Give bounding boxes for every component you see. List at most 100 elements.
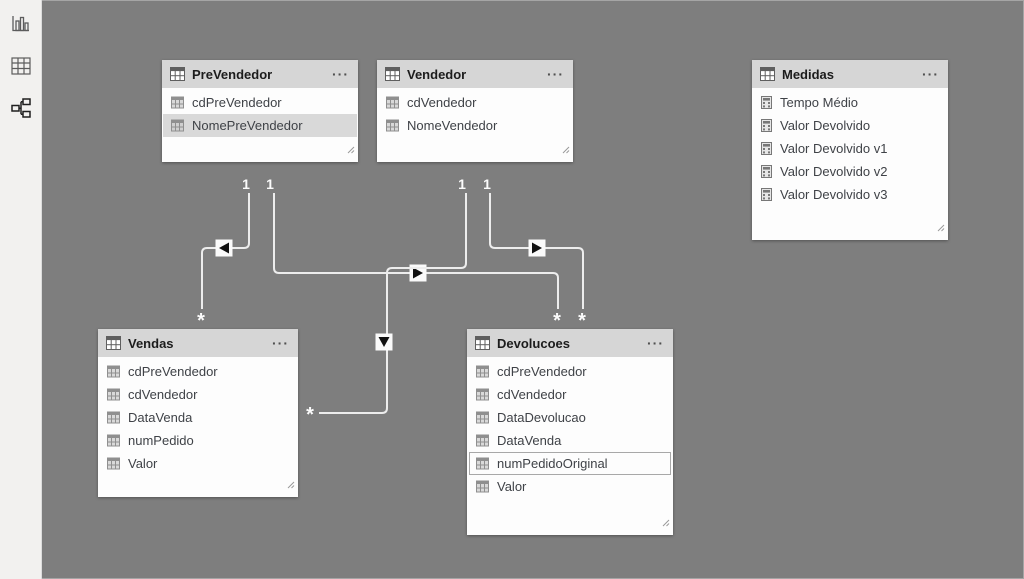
resize-handle[interactable] — [661, 514, 670, 532]
field-row-numpedidooriginal[interactable]: numPedidoOriginal — [469, 452, 671, 475]
relationship-line[interactable] — [273, 193, 559, 309]
table-title: Vendas — [128, 335, 174, 351]
field-row-cdprevendedor[interactable]: cdPreVendedor — [162, 91, 358, 114]
field-row-numpedido[interactable]: numPedido — [98, 429, 298, 452]
field-name: DataVenda — [128, 410, 193, 425]
table-card-prevendedor: PreVendedor ··· cdPreVendedor — [162, 60, 358, 162]
resize-handle[interactable] — [561, 141, 570, 159]
column-icon — [171, 96, 184, 109]
measure-icon — [761, 188, 772, 201]
table-title: Devolucoes — [497, 335, 570, 351]
table-header[interactable]: PreVendedor ··· — [162, 60, 358, 88]
resize-handle[interactable] — [346, 141, 355, 159]
cardinality-many-label: * — [197, 310, 205, 332]
field-name: Valor Devolvido — [780, 118, 871, 133]
column-icon — [171, 119, 184, 132]
view-switcher-sidebar — [0, 0, 42, 579]
field-list: Tempo Médio Valor Devolvido — [752, 88, 948, 206]
field-name: NomeVendedor — [407, 118, 498, 133]
field-name: Tempo Médio — [780, 95, 859, 110]
sidebar-item-report-view[interactable] — [0, 5, 42, 45]
table-header[interactable]: Devolucoes ··· — [467, 329, 673, 357]
cardinality-one-label: 1 — [458, 176, 466, 192]
table-icon — [106, 336, 121, 350]
table-title: Vendedor — [407, 66, 467, 82]
table-card-medidas: Medidas ··· Tempo Médio — [752, 60, 948, 240]
column-icon — [107, 411, 120, 424]
field-name: cdPreVendedor — [128, 364, 218, 379]
field-row-valor-devolvido-v2[interactable]: Valor Devolvido v2 — [752, 160, 948, 183]
field-list: cdPreVendedor cdVendedor — [467, 357, 673, 498]
field-row-tempo-medio[interactable]: Tempo Médio — [752, 91, 948, 114]
cardinality-one-label: 1 — [242, 176, 250, 192]
column-icon — [386, 119, 399, 132]
resize-handle[interactable] — [286, 476, 295, 494]
field-row-nomevendedor[interactable]: NomeVendedor — [377, 114, 573, 137]
field-name: cdPreVendedor — [497, 364, 587, 379]
sidebar-item-data-view[interactable] — [0, 48, 42, 88]
cardinality-many-label: * — [578, 310, 586, 332]
field-name: Valor Devolvido v2 — [780, 164, 888, 179]
relationship-prevendedor-vendas: 1 * — [197, 176, 250, 332]
column-icon — [107, 434, 120, 447]
table-icon — [170, 67, 185, 81]
field-row-cdprevendedor[interactable]: cdPreVendedor — [98, 360, 298, 383]
more-options-button[interactable]: ··· — [922, 66, 939, 82]
more-options-button[interactable]: ··· — [332, 66, 349, 82]
column-icon — [107, 388, 120, 401]
field-row-valor-devolvido[interactable]: Valor Devolvido — [752, 114, 948, 137]
model-diagram-icon — [10, 97, 32, 124]
field-row-datadevolucao[interactable]: DataDevolucao — [467, 406, 673, 429]
field-name: numPedidoOriginal — [497, 456, 608, 471]
field-row-cdvendedor[interactable]: cdVendedor — [377, 91, 573, 114]
filter-direction-right-icon[interactable] — [528, 239, 546, 257]
field-row-datavenda[interactable]: DataVenda — [98, 406, 298, 429]
filter-direction-left-icon[interactable] — [215, 239, 233, 257]
field-row-valor-devolvido-v1[interactable]: Valor Devolvido v1 — [752, 137, 948, 160]
column-icon — [476, 365, 489, 378]
more-options-button[interactable]: ··· — [272, 335, 289, 351]
field-row-valor-devolvido-v3[interactable]: Valor Devolvido v3 — [752, 183, 948, 206]
table-header[interactable]: Vendedor ··· — [377, 60, 573, 88]
more-options-button[interactable]: ··· — [647, 335, 664, 351]
field-name: Valor — [128, 456, 158, 471]
sidebar-item-model-view[interactable] — [0, 90, 42, 130]
resize-handle[interactable] — [936, 219, 945, 237]
field-row-datavenda[interactable]: DataVenda — [467, 429, 673, 452]
column-icon — [476, 480, 489, 493]
relationship-prevendedor-devolucoes: 1 * — [266, 176, 561, 332]
field-name: cdPreVendedor — [192, 95, 282, 110]
table-card-vendas: Vendas ··· cdPreVendedor — [98, 329, 298, 497]
field-name: cdVendedor — [128, 387, 198, 402]
field-row-nomeprevendedor[interactable]: NomePreVendedor — [163, 114, 357, 137]
column-icon — [476, 411, 489, 424]
field-row-cdprevendedor[interactable]: cdPreVendedor — [467, 360, 673, 383]
measure-icon — [761, 96, 772, 109]
relationship-line[interactable] — [319, 193, 467, 414]
field-row-cdvendedor[interactable]: cdVendedor — [467, 383, 673, 406]
field-row-valor[interactable]: Valor — [98, 452, 298, 475]
cardinality-many-label: * — [306, 404, 314, 426]
field-row-valor[interactable]: Valor — [467, 475, 673, 498]
cardinality-one-label: 1 — [483, 176, 491, 192]
column-icon — [386, 96, 399, 109]
field-name: cdVendedor — [497, 387, 567, 402]
field-name: numPedido — [128, 433, 194, 448]
cardinality-one-label: 1 — [266, 176, 274, 192]
more-options-button[interactable]: ··· — [547, 66, 564, 82]
column-icon — [476, 388, 489, 401]
table-header[interactable]: Vendas ··· — [98, 329, 298, 357]
table-icon — [385, 67, 400, 81]
column-icon — [476, 457, 489, 470]
measure-icon — [761, 165, 772, 178]
measure-icon — [761, 142, 772, 155]
data-grid-icon — [10, 56, 31, 80]
field-row-cdvendedor[interactable]: cdVendedor — [98, 383, 298, 406]
field-name: Valor Devolvido v3 — [780, 187, 888, 202]
table-header[interactable]: Medidas ··· — [752, 60, 948, 88]
filter-direction-down-icon[interactable] — [375, 333, 393, 351]
field-name: Valor Devolvido v1 — [780, 141, 888, 156]
table-card-vendedor: Vendedor ··· cdVendedor — [377, 60, 573, 162]
